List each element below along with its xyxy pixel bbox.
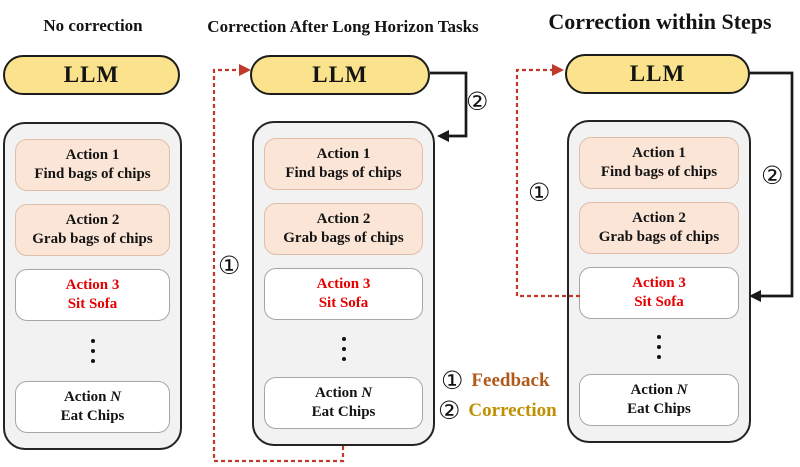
action2-box: Action 2 Grab bags of chips [264,203,423,255]
actionN-title: Action N [314,385,373,401]
actionN-box: Action N Eat Chips [15,381,170,433]
actionN-box: Action N Eat Chips [579,374,739,426]
actionN-desc: Eat Chips [311,404,376,420]
action2-desc: Grab bags of chips [32,231,153,247]
action3-box: Action 3 Sit Sofa [579,267,739,319]
correction-arrow-line-col2 [430,71,468,138]
action2-box: Action 2 Grab bags of chips [15,204,170,256]
actionN-title: Action N [630,382,688,398]
llm-box-col1: LLM [3,55,180,95]
llm-box-col3: LLM [565,54,750,94]
action3-desc: Sit Sofa [318,295,369,311]
action3-box: Action 3 Sit Sofa [15,269,170,321]
feedback-arrowhead-col3 [552,64,564,76]
action1-desc: Find bags of chips [285,165,402,181]
action3-title: Action 3 [65,277,120,293]
vertical-ellipsis [579,332,739,361]
action1-title: Action 1 [65,147,120,163]
action1-title: Action 1 [316,146,371,162]
vertical-ellipsis [15,334,170,368]
actionN-desc: Eat Chips [60,408,125,424]
action2-desc: Grab bags of chips [283,230,404,246]
action3-box: Action 3 Sit Sofa [264,268,423,320]
legend-correction-label: Correction [468,399,557,421]
column-title-correction-after-long-horizon-tasks: Correction After Long Horizon Tasks [207,17,479,36]
action2-desc: Grab bags of chips [598,229,720,245]
action2-box: Action 2 Grab bags of chips [579,202,739,254]
task-container-col1: Action 1 Find bags of chips Action 2 Gra… [3,122,182,450]
task-container-col2: Action 1 Find bags of chips Action 2 Gra… [252,121,435,446]
legend-feedback-symbol: ① [441,366,464,395]
action3-desc: Sit Sofa [67,296,118,312]
actionN-box: Action N Eat Chips [264,377,423,429]
action2-title: Action 2 [65,212,120,228]
column-title-no-correction: No correction [43,16,143,35]
feedback-marker-col3: ① [528,178,551,207]
action1-title: Action 1 [632,145,686,161]
legend-item-feedback: ① Feedback [441,367,550,394]
llm-box-col2: LLM [250,55,430,95]
legend-correction-symbol: ② [438,396,461,425]
actionN-title: Action N [63,389,122,405]
vertical-ellipsis [264,333,423,364]
action1-box: Action 1 Find bags of chips [579,137,739,189]
correction-arrowhead-col2 [437,130,449,142]
column-title-correction-within-steps: Correction within Steps [548,9,772,34]
action2-title: Action 2 [632,210,686,226]
action1-desc: Find bags of chips [600,164,718,180]
action3-title: Action 3 [316,276,371,292]
correction-marker-col3: ② [761,161,784,190]
action1-box: Action 1 Find bags of chips [15,139,170,191]
legend-item-correction: ② Correction [438,397,557,424]
legend-feedback-label: Feedback [471,369,550,391]
action3-title: Action 3 [632,275,686,291]
action2-title: Action 2 [316,211,371,227]
actionN-desc: Eat Chips [627,401,691,417]
action1-box: Action 1 Find bags of chips [264,138,423,190]
task-container-col3: Action 1 Find bags of chips Action 2 Gra… [567,120,751,443]
action3-desc: Sit Sofa [634,294,684,310]
action1-desc: Find bags of chips [34,166,151,182]
correction-marker-col2: ② [466,87,489,116]
feedback-marker-col2: ① [218,251,241,280]
